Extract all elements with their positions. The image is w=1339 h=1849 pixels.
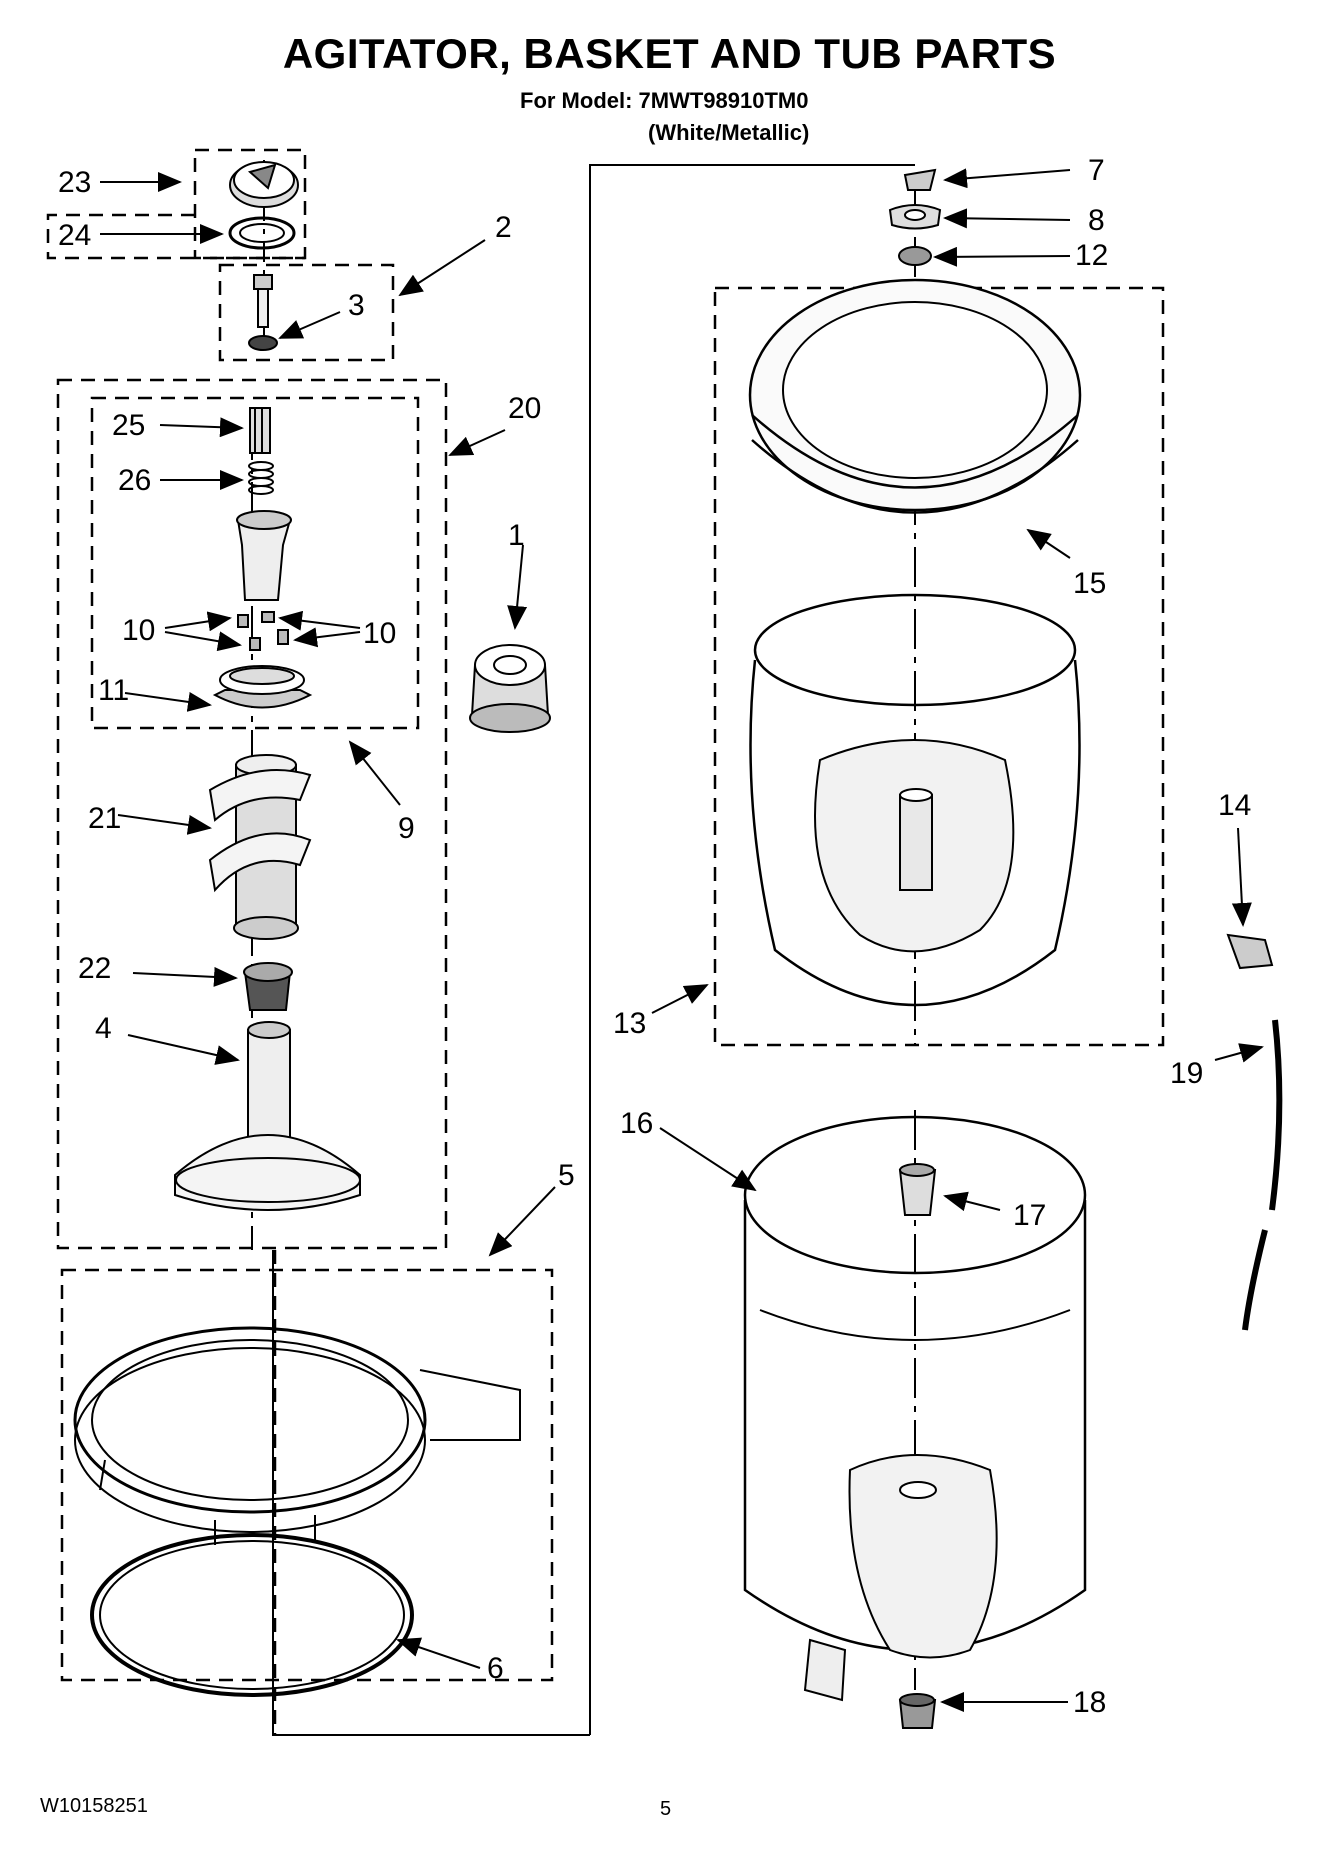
part-11-cam-ring: [212, 665, 313, 709]
callout-9: 9: [398, 812, 415, 845]
page-number: 5: [660, 1798, 672, 1820]
callout-7: 7: [1088, 154, 1105, 187]
part-24-seal-ring: [228, 216, 296, 250]
callout-21: 21: [88, 802, 121, 835]
part-14-clip: [1226, 933, 1274, 970]
callout-11: 11: [98, 674, 129, 707]
part-16-outer-tub: [743, 1115, 1087, 1702]
callout-13: 13: [613, 1007, 646, 1040]
part-17-pump-nozzle: [898, 1163, 937, 1216]
group-box-5: [60, 1268, 554, 1682]
part-8-plate: [888, 204, 942, 230]
part-25-cam: [249, 407, 271, 454]
callout-14: 14: [1218, 789, 1251, 822]
model-line: For Model: 7MWT98910TM0: [520, 88, 809, 113]
part-15-balance-ring: [748, 278, 1082, 514]
part-18-grommet: [898, 1693, 937, 1729]
part-10-agitator-dogs: [237, 611, 289, 651]
callout-25: 25: [112, 409, 145, 442]
part-5-tub-ring: [73, 1326, 521, 1545]
callout-17: 17: [1013, 1199, 1046, 1232]
callout-8: 8: [1088, 204, 1105, 237]
group-box-13: [713, 286, 1165, 1047]
part-6-gasket: [90, 1533, 414, 1697]
part-7-clip: [903, 168, 937, 191]
callout-10-right: 10: [363, 617, 396, 650]
callout-15: 15: [1073, 567, 1106, 600]
callout-3: 3: [348, 289, 365, 322]
callout-24: 24: [58, 219, 91, 252]
part-1-seal: [469, 644, 551, 733]
assembly-connector-line-right: [589, 164, 915, 1735]
part-number: W10158251: [40, 1795, 148, 1817]
group-box-24: [46, 213, 305, 260]
callout-26: 26: [118, 464, 151, 497]
callout-20: 20: [508, 392, 541, 425]
group-box-2: [218, 263, 395, 362]
callout-2: 2: [495, 211, 512, 244]
callout-1: 1: [508, 519, 525, 552]
callout-12: 12: [1075, 239, 1108, 272]
group-box-9: [90, 396, 420, 730]
part-3-bolt-washer: [248, 274, 278, 351]
assembly-connector-line: [272, 1250, 590, 1736]
page-title: AGITATOR, BASKET AND TUB PARTS: [282, 30, 1057, 77]
part-12-nut: [898, 246, 932, 266]
part-21-auger: [208, 754, 312, 940]
callout-23: 23: [58, 166, 91, 199]
part-26-spring: [248, 461, 274, 495]
callout-19: 19: [1170, 1057, 1203, 1090]
callout-5: 5: [558, 1159, 575, 1192]
part-19-hose: [1242, 1019, 1283, 1331]
part-9-dog-housing: [236, 510, 292, 601]
color-line: (White/Metallic): [648, 120, 810, 145]
group-box-23: [193, 148, 307, 260]
callout-18: 18: [1073, 1686, 1106, 1719]
callout-10-left: 10: [122, 614, 155, 647]
callout-6: 6: [487, 1652, 504, 1685]
callout-22: 22: [78, 952, 111, 985]
callout-16: 16: [620, 1107, 653, 1140]
part-4-agitator-base: [174, 1021, 361, 1211]
part-22-cam: [243, 962, 293, 1011]
part-13-basket: [749, 593, 1081, 1007]
part-23-agitator-cap: [229, 161, 299, 208]
callout-4: 4: [95, 1012, 112, 1045]
